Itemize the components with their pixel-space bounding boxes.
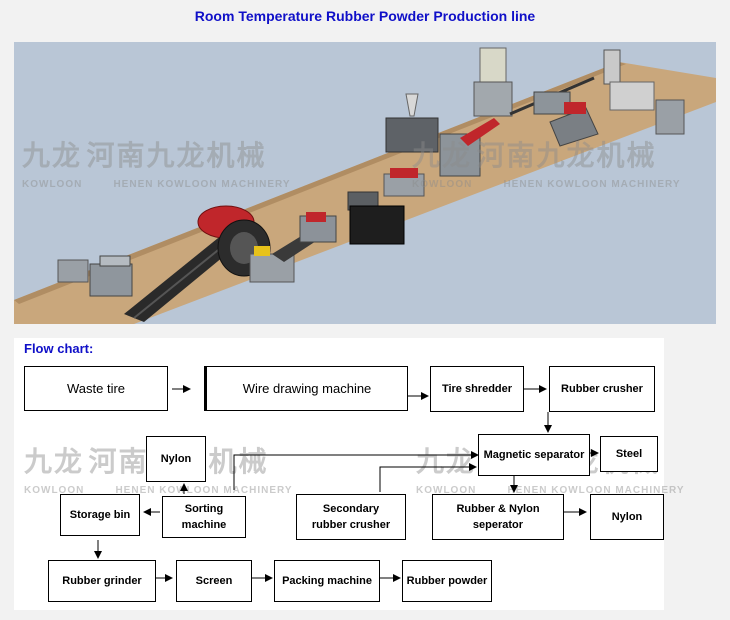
node-wire-drawing-machine: Wire drawing machine [204,366,408,411]
flow-chart-label: Flow chart: [24,341,94,356]
production-line-illustration [14,47,716,324]
node-rubber-grinder: Rubber grinder [48,560,156,602]
node-steel: Steel [600,436,658,472]
page-title: Room Temperature Rubber Powder Productio… [194,8,536,24]
silo [479,47,507,83]
node-magnetic-separator: Magnetic separator [478,434,590,476]
node-screen: Screen [176,560,252,602]
node-nylon-top: Nylon [146,436,206,482]
arrow-secondary-to-magnetic [379,463,477,492]
node-tire-shredder: Tire shredder [430,366,524,412]
node-sorting-machine: Sorting machine [162,496,246,538]
node-waste-tire: Waste tire [24,366,168,411]
node-rubber-nylon-separator: Rubber & Nylon seperator [432,494,564,540]
node-packing-machine: Packing machine [274,560,380,602]
node-rubber-crusher: Rubber crusher [549,366,655,412]
control-cabinet [349,205,405,245]
node-rubber-powder: Rubber powder [402,560,492,602]
arrow-loop-to-sorting [233,451,479,490]
node-secondary-rubber-crusher: Secondary rubber crusher [296,494,406,540]
node-storage-bin: Storage bin [60,494,140,536]
production-line-render: 九龙 河南九龙机械 KOWLOON HENEN KOWLOON MACHINER… [14,42,716,324]
node-nylon-right: Nylon [590,494,664,540]
